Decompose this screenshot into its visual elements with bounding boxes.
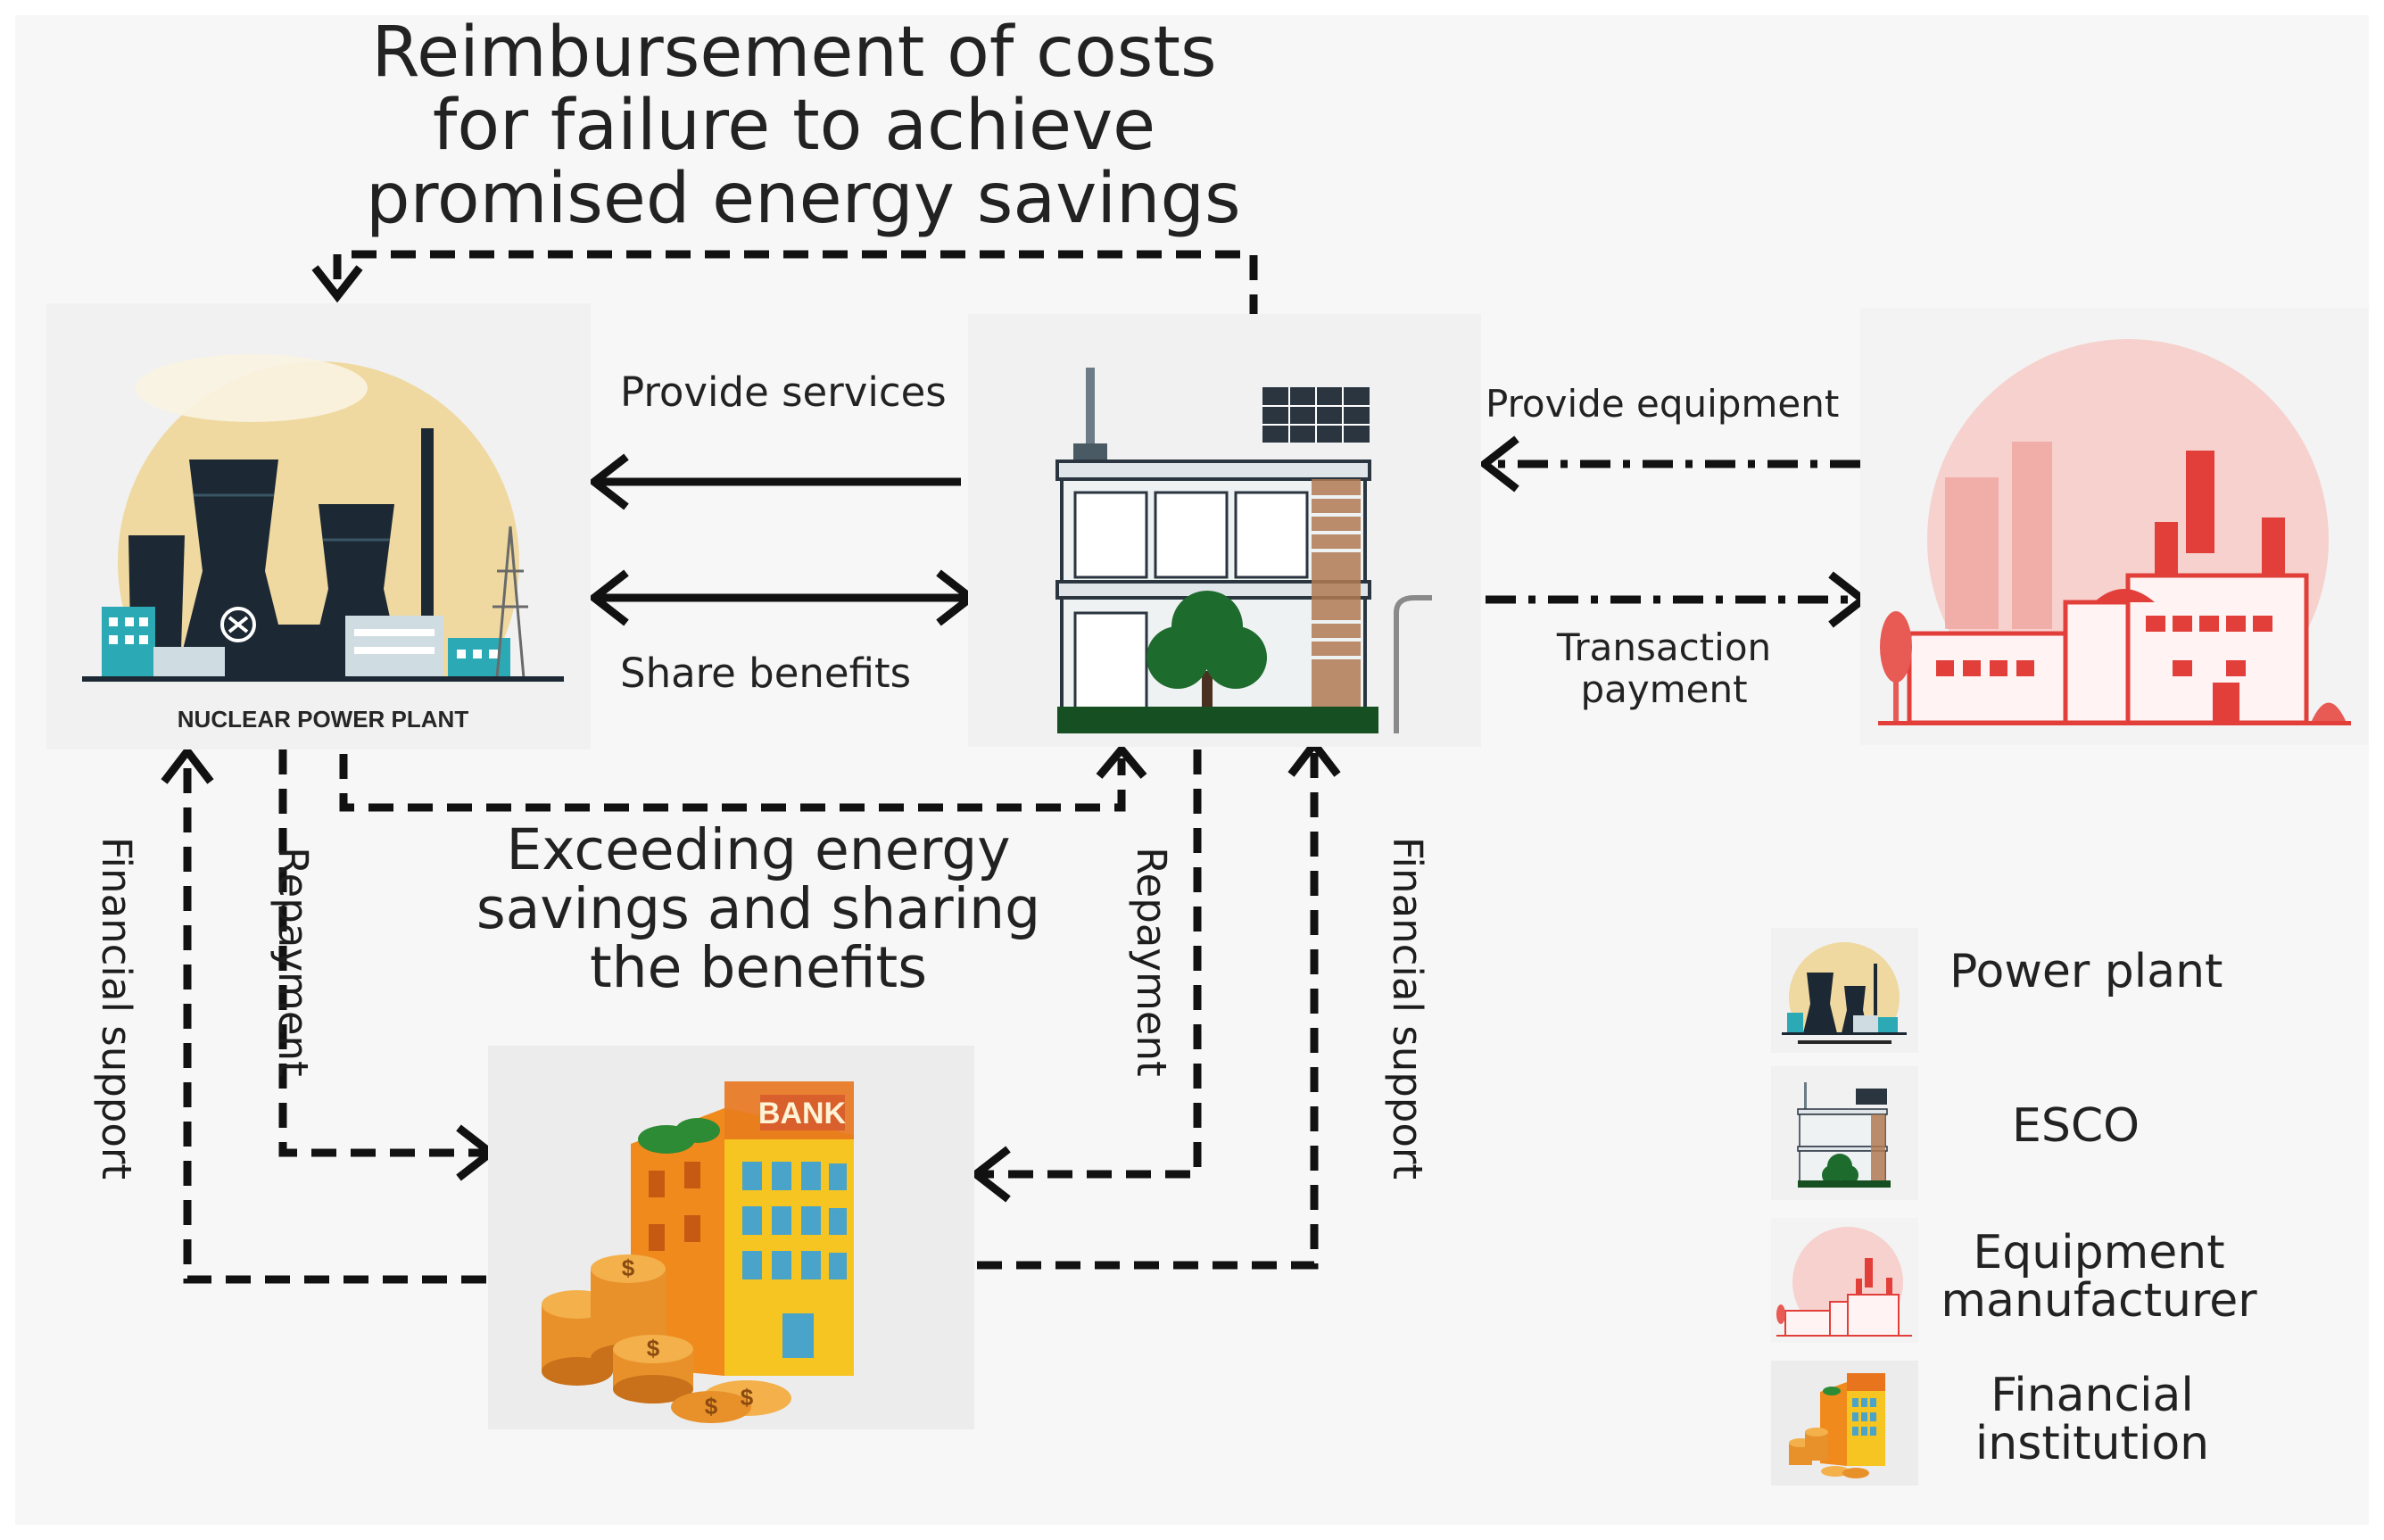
arrowhead-provide-equipment [1478, 435, 1519, 493]
power-plant-node: NUCLEAR POWER PLANT [46, 303, 591, 749]
legend-label-financial-line1: Financial [1991, 1369, 2194, 1422]
arrow-reimbursement [333, 250, 1258, 319]
legend-label-financial-institution: Financial institution [1945, 1371, 2239, 1468]
svg-text:$: $ [741, 1384, 754, 1411]
legend-label-financial-line2: institution [1974, 1417, 2210, 1470]
arrow-financial-support-right [977, 748, 1319, 1270]
arrowhead-exceeding-savings [1096, 742, 1147, 779]
bank-sign: BANK [758, 1097, 847, 1130]
arrowhead-share-left [587, 569, 629, 626]
svg-text:$: $ [705, 1393, 718, 1420]
label-exceeding-savings: Exceeding energy savings and sharing the… [451, 821, 1066, 998]
label-share-benefits: Share benefits [620, 650, 912, 697]
legend-label-power-plant: Power plant [1949, 945, 2223, 998]
label-reimbursement-line3: promised energy savings [366, 159, 1241, 239]
legend-esco-icon [1771, 1066, 1918, 1200]
arrow-repayment-right [980, 749, 1202, 1179]
arrowhead-repayment-right [969, 1146, 1011, 1203]
arrowhead-reimbursement [311, 265, 363, 303]
arrow-exceeding-savings [339, 754, 1126, 812]
label-financial-support-right: Financial support [1384, 836, 1431, 1180]
legend-label-equipment-line1: Equipment [1973, 1226, 2225, 1279]
legend-factory-icon [1771, 1218, 1918, 1343]
coin-stacks [542, 1254, 791, 1423]
label-exceeding-line2: savings and sharing [476, 876, 1041, 941]
arrow-repayment-left [278, 749, 486, 1157]
label-exceeding-line1: Exceeding energy [506, 817, 1011, 882]
label-financial-support-left: Financial support [93, 836, 140, 1180]
legend-label-esco: ESCO [2012, 1099, 2140, 1153]
legend-power-plant-icon [1771, 928, 1918, 1053]
legend-bank-icon [1771, 1361, 1918, 1486]
financial-institution-node: BANK $ $ $ $ [488, 1046, 974, 1429]
label-transaction-payment-line2: payment [1580, 667, 1748, 711]
arrowhead-provide-services [587, 453, 629, 510]
arrowhead-financial-support-left [161, 744, 214, 784]
svg-text:$: $ [647, 1335, 660, 1362]
legend-label-equipment-line2: manufacturer [1941, 1274, 2257, 1328]
diagram-background [15, 15, 2369, 1525]
esco-building-node [968, 314, 1481, 747]
label-transaction-payment-line1: Transaction [1556, 625, 1772, 669]
power-plant-caption: NUCLEAR POWER PLANT [178, 706, 469, 733]
cooling-tower-large [176, 460, 292, 678]
label-reimbursement-line1: Reimbursement of costs [371, 12, 1217, 93]
label-reimbursement: Reimbursement of costs for failure to ac… [366, 12, 1241, 239]
label-provide-services: Provide services [620, 368, 947, 416]
svg-text:$: $ [622, 1254, 635, 1281]
label-exceeding-line3: the benefits [589, 935, 928, 1000]
chimney-tall [2186, 451, 2214, 553]
legend-label-equipment-manufacturer: Equipment manufacturer [1936, 1229, 2262, 1325]
arrow-financial-support-left [183, 754, 486, 1284]
label-transaction-payment: Transaction payment [1535, 626, 1793, 710]
label-repayment-left: Repayment [269, 847, 317, 1077]
label-reimbursement-line2: for failure to achieve [432, 86, 1156, 166]
label-repayment-right: Repayment [1128, 847, 1175, 1077]
equipment-manufacturer-node [1860, 308, 2369, 745]
label-provide-equipment: Provide equipment [1486, 382, 1840, 426]
